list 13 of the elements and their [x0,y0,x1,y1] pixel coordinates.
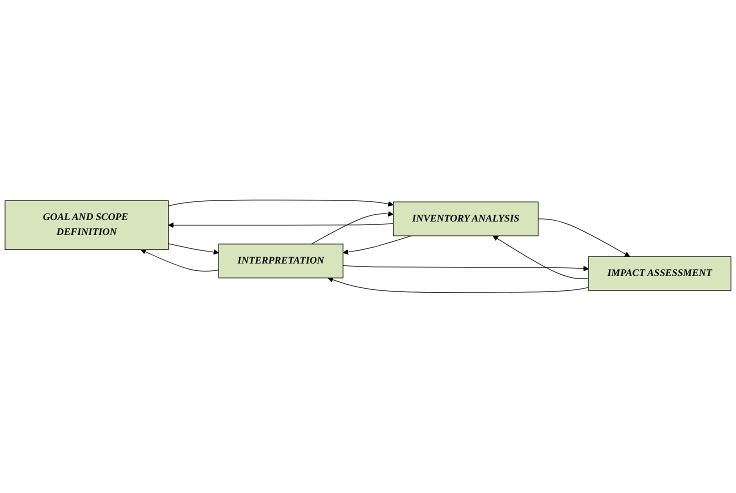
arrow [168,244,219,256]
arrow [311,211,394,245]
node-box: IMPACT ASSESSMENT [588,256,732,292]
arrow [492,236,589,280]
arrow [140,250,220,272]
arrow [342,265,589,272]
node-box: INTERPRETATION [218,244,344,279]
node-box: GOAL AND SCOPE DEFINITION [4,200,169,250]
arrow [168,200,394,207]
arrow [538,218,630,258]
arrow [328,277,589,293]
arrow [168,222,394,228]
node-box: INVENTORY ANALYSIS [392,202,539,236]
